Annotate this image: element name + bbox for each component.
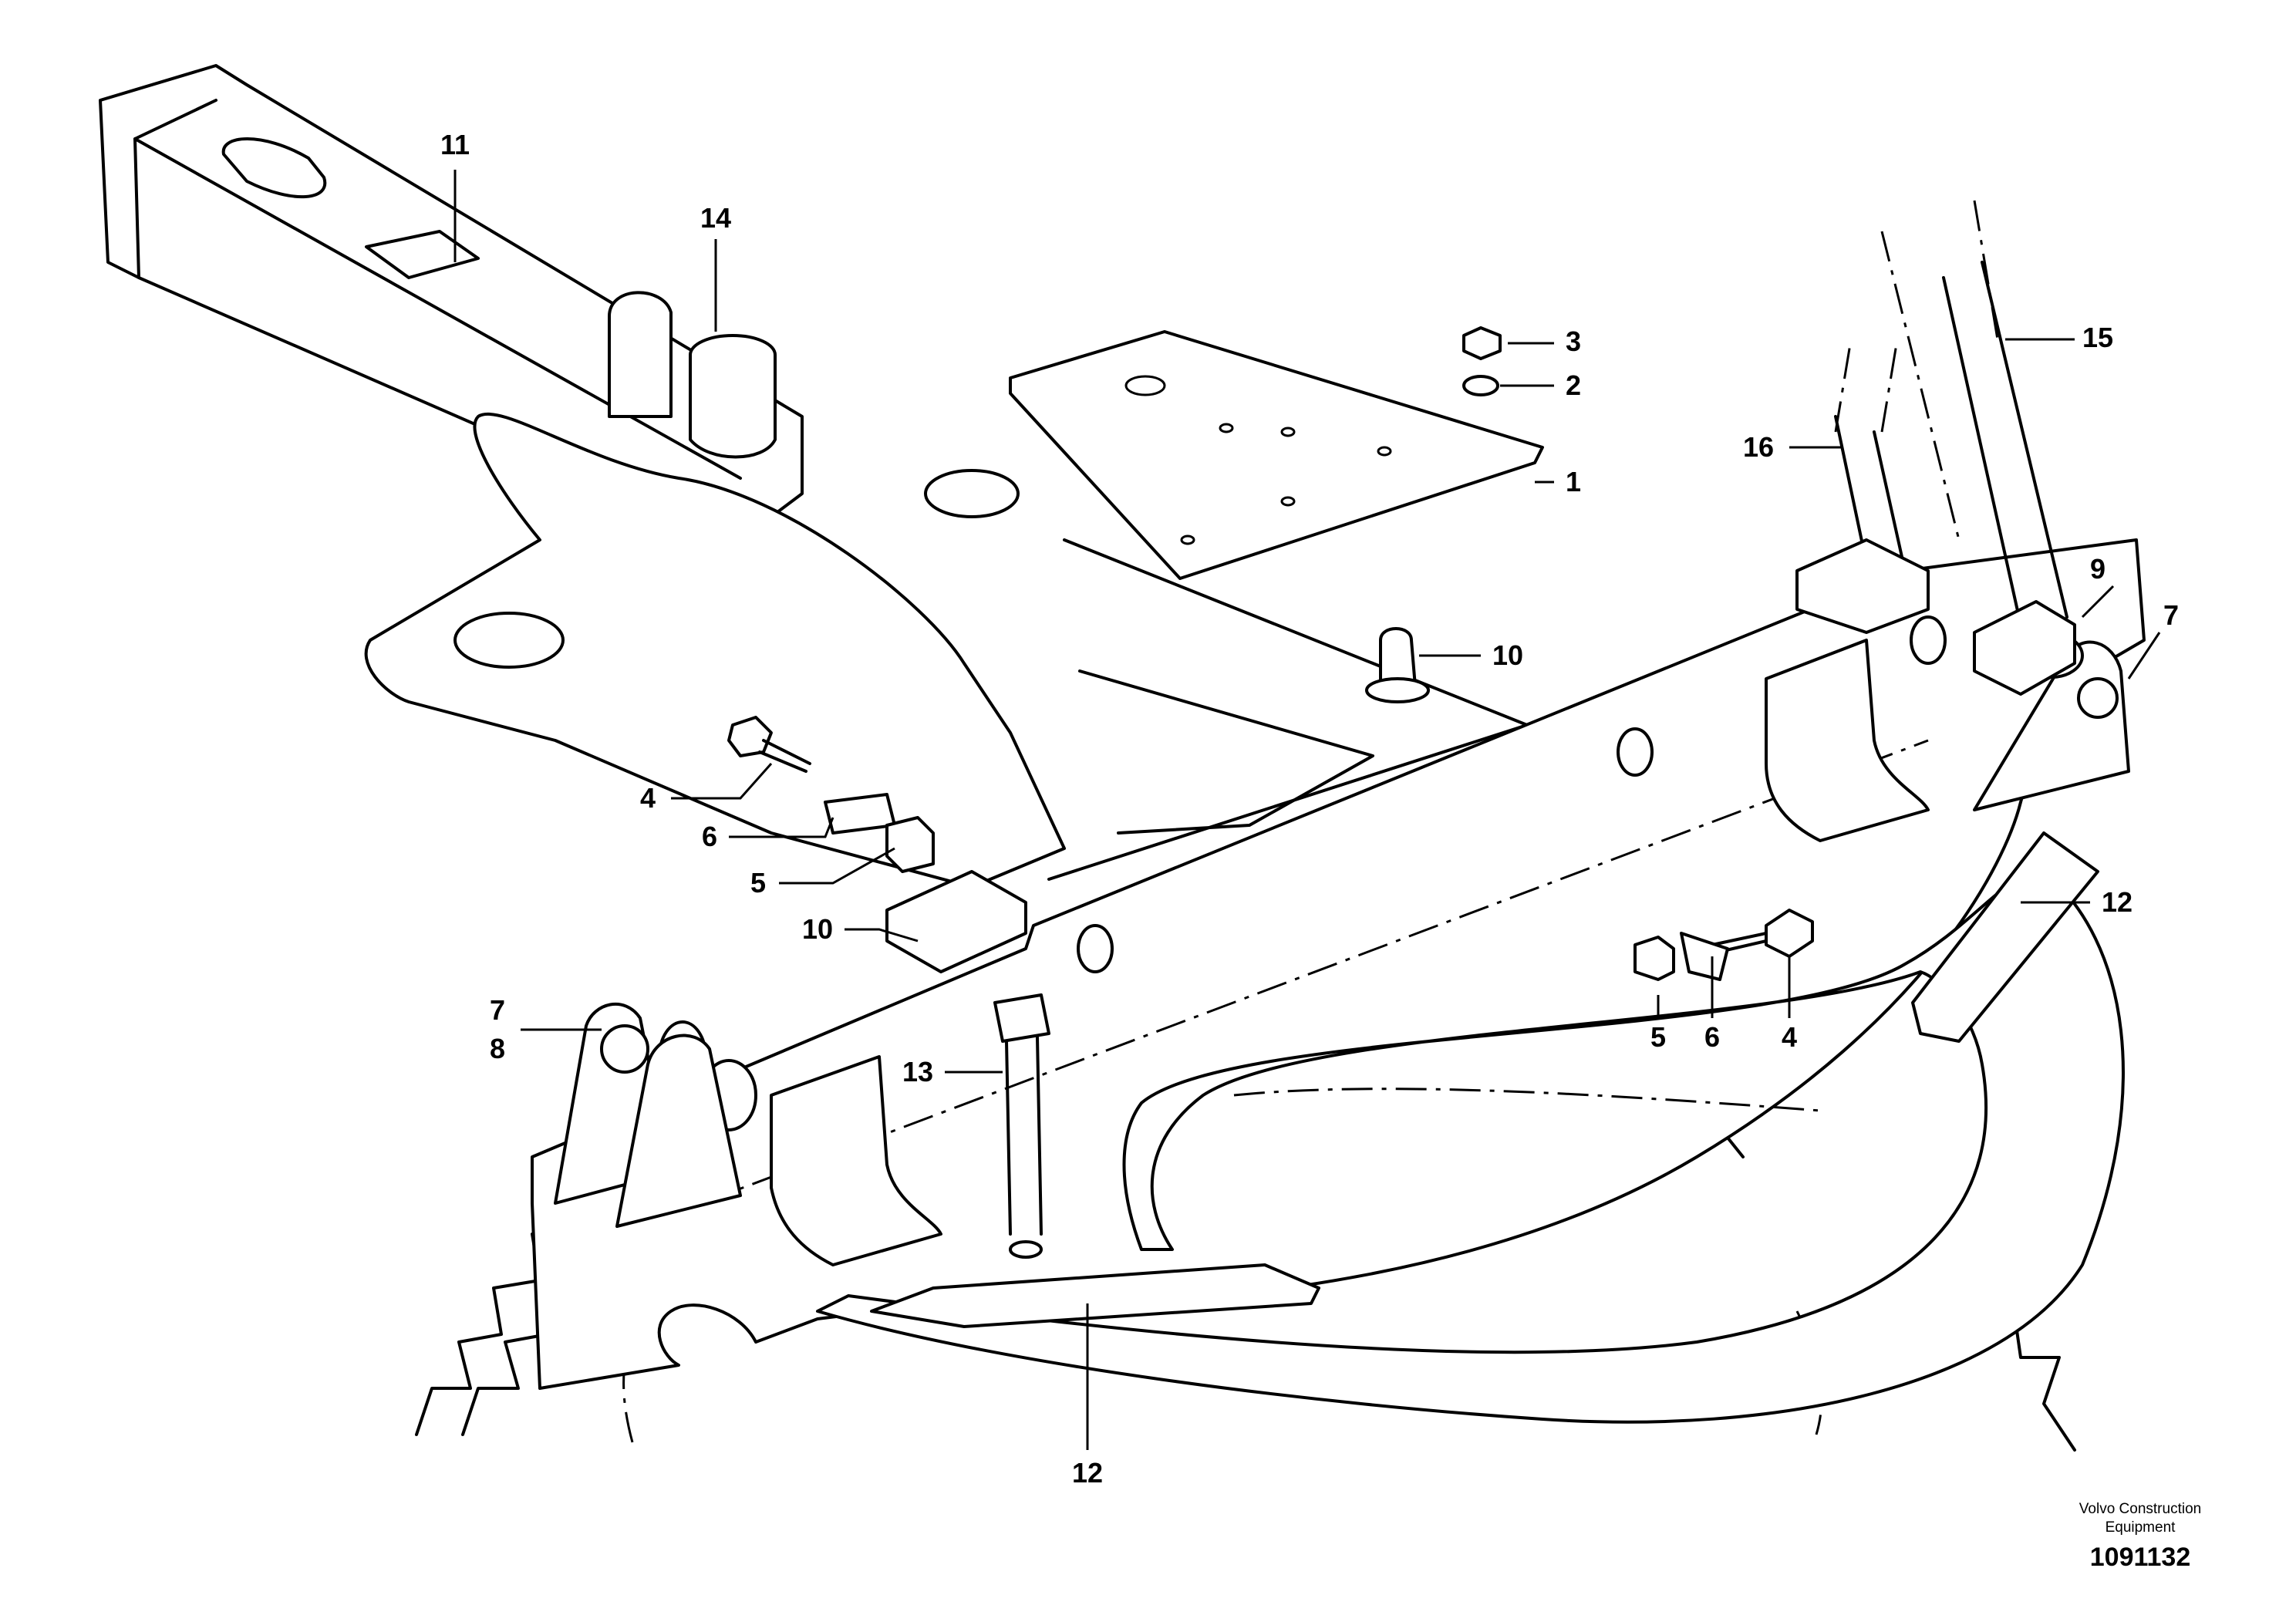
callout-5-left: 5 <box>750 867 766 899</box>
callout-13: 13 <box>902 1056 933 1088</box>
callout-6-left: 6 <box>702 821 717 852</box>
company-name-line2: Equipment <box>2106 1519 2176 1536</box>
pivot-block <box>608 291 777 459</box>
nut-5-left <box>885 816 935 873</box>
top-plate <box>1009 330 1544 580</box>
callout-4-left: 4 <box>640 782 656 814</box>
bracket-left <box>554 1003 742 1228</box>
callout-10-lower: 10 <box>802 913 833 945</box>
callout-9: 9 <box>2090 553 2106 585</box>
grease-nipple-lower <box>885 870 1027 973</box>
callout-7-left: 7 <box>490 994 505 1026</box>
callout-14: 14 <box>700 202 731 234</box>
drawbar <box>99 64 804 541</box>
callout-1: 1 <box>1566 466 1581 497</box>
spacer-6-right <box>1680 932 1729 981</box>
plate-11 <box>365 230 480 279</box>
bolt-4-right <box>1711 909 1814 958</box>
spacer-6-left <box>824 793 896 835</box>
drawbar-eye-slot <box>221 137 327 199</box>
bolt-4-left <box>727 716 811 773</box>
callout-11: 11 <box>440 129 470 160</box>
bolt-13 <box>993 993 1050 1259</box>
wear-pad-right <box>1911 831 2099 1043</box>
company-name-line1: Volvo Construction <box>2079 1501 2201 1517</box>
callout-labels: 11 14 3 2 1 16 15 9 7 10 4 6 5 10 7 8 13… <box>440 129 2179 1489</box>
leader-lines <box>453 170 2161 1450</box>
callout-12-right: 12 <box>2102 886 2132 918</box>
callout-8: 8 <box>490 1033 505 1064</box>
wear-pad-lower <box>870 1263 1320 1328</box>
callout-15: 15 <box>2082 322 2113 353</box>
callout-6-right: 6 <box>1704 1021 1720 1053</box>
nut-and-washer <box>1462 326 1502 396</box>
document-number: 1091132 <box>2090 1543 2191 1572</box>
callout-3: 3 <box>1566 325 1581 357</box>
callout-4-right: 4 <box>1782 1021 1797 1053</box>
grease-nipple-upper <box>1365 627 1430 703</box>
footer: Volvo Construction Equipment 1091132 <box>2079 1501 2201 1572</box>
callout-5-right: 5 <box>1650 1021 1666 1053</box>
nut-5-right <box>1633 936 1675 981</box>
beam-clamps <box>770 639 1930 1266</box>
bushing-center <box>924 469 1020 518</box>
callout-2: 2 <box>1566 369 1581 401</box>
callout-16: 16 <box>1743 431 1774 463</box>
steering-rods <box>1795 200 2076 696</box>
callout-10-upper: 10 <box>1492 639 1523 671</box>
bushing-left <box>453 612 565 669</box>
callout-12-bottom: 12 <box>1072 1457 1103 1489</box>
a-frame <box>364 412 1529 889</box>
callout-7-right: 7 <box>2163 599 2179 631</box>
